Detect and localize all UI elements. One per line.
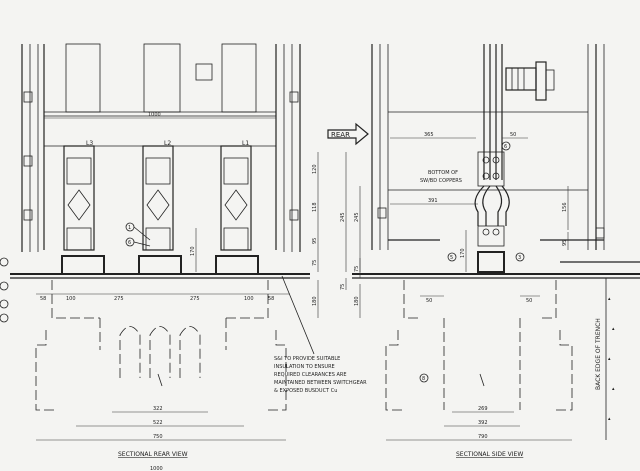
- dim-trench-outer: 750: [153, 434, 163, 440]
- dim-245: 245: [354, 212, 360, 222]
- phase-label-l1: L1: [242, 140, 249, 147]
- rear-view: L3 L2 L1 1000 58 100 275 275: [10, 43, 367, 471]
- busbar-note-2: SW/BD COPPERS: [420, 178, 462, 184]
- side-callout-5: 5: [450, 255, 453, 261]
- dim-below: 180: [312, 296, 318, 306]
- dim-75: 75: [354, 266, 360, 272]
- svg-text:▴: ▴: [608, 416, 611, 422]
- dim-bottom-4: 100: [244, 296, 254, 302]
- dim-right-75: 75: [312, 260, 318, 266]
- bushing-insulator: [505, 61, 555, 101]
- side-view: REAR: [327, 44, 640, 458]
- rear-arrow: [327, 122, 369, 146]
- left-margin-markers: [0, 257, 9, 323]
- insulation-note: S&I TO PROVIDE SUITABLE INSULATION TO EN…: [274, 356, 367, 394]
- phase-busbar-l2: [138, 145, 182, 275]
- note-line-1: S&I TO PROVIDE SUITABLE: [274, 356, 340, 362]
- rear-dimensions: 1000 58 100 275 275 100 58 120 118 95 75…: [36, 112, 347, 441]
- upper-busbar-bay: [44, 43, 276, 147]
- dim-50-right: 50: [526, 298, 532, 304]
- side-callout-6: 6: [504, 144, 507, 150]
- note-line-5: & EXPOSED BUSDUCT Cu: [274, 388, 337, 394]
- busbar-note-1: BOTTOM OF: [428, 170, 458, 176]
- note-line-3: REQUIRED CLEARANCES ARE: [274, 372, 347, 378]
- dim-right-95: 95: [312, 238, 318, 244]
- dim-bottom-0: 58: [40, 296, 46, 302]
- phase-busbar-l3: [61, 145, 105, 275]
- note-line-4: MAINTAINED BETWEEN SWITCHGEAR: [274, 380, 367, 386]
- dim-392: 392: [478, 420, 488, 426]
- dim-180: 180: [354, 296, 360, 306]
- rear-label: REAR: [331, 131, 350, 139]
- svg-text:▴: ▴: [608, 356, 611, 362]
- dim-left-lower: 75: [340, 284, 346, 290]
- phase-busbar-l1: [215, 145, 259, 275]
- rear-trench: [35, 280, 287, 411]
- rear-view-title: SECTIONAL REAR VIEW: [118, 451, 188, 458]
- svg-text:▴: ▴: [612, 386, 615, 392]
- phase-label-l2: L2: [164, 140, 171, 147]
- svg-text:▴: ▴: [608, 296, 611, 302]
- side-cabinet: [371, 44, 605, 250]
- footer-fragment: 1000: [150, 466, 163, 471]
- dim-bottom-1: 100: [66, 296, 76, 302]
- trench-label: BACK EDGE OF TRENCH: [595, 318, 602, 390]
- dim-outer-left: 245: [340, 212, 346, 222]
- side-view-title: SECTIONAL SIDE VIEW: [456, 451, 523, 458]
- side-busbar-run: [474, 44, 510, 273]
- dim-mid: 170: [190, 246, 196, 256]
- side-callout-8: 8: [422, 376, 425, 382]
- dim-top: 1000: [148, 112, 161, 118]
- dim-bottom-2: 275: [114, 296, 124, 302]
- rear-callout-6: 6: [128, 240, 131, 246]
- side-dimensions: 365 50 BOTTOM OF SW/BD COPPERS 391 156 9…: [354, 132, 572, 441]
- dim-95: 95: [562, 240, 568, 246]
- dim-trench-inner: 322: [153, 406, 163, 412]
- dim-50-left: 50: [426, 298, 432, 304]
- side-callout-3: 3: [518, 255, 521, 261]
- dim-right-120: 120: [312, 164, 318, 174]
- note-line-2: INSULATION TO ENSURE: [274, 364, 335, 370]
- dim-156: 156: [562, 202, 568, 212]
- dim-50-top: 50: [510, 132, 516, 138]
- rear-cabinet-walls: [21, 44, 301, 252]
- svg-text:▴: ▴: [612, 326, 615, 332]
- dim-269: 269: [478, 406, 488, 412]
- dim-391: 391: [428, 198, 438, 204]
- dim-bottom-5: 58: [268, 296, 274, 302]
- dim-790: 790: [478, 434, 488, 440]
- dim-170: 170: [460, 248, 466, 258]
- dim-365: 365: [424, 132, 434, 138]
- dim-right-118: 118: [312, 202, 318, 212]
- dim-bottom-3: 275: [190, 296, 200, 302]
- phase-label-l3: L3: [86, 140, 93, 147]
- side-trench: [385, 280, 573, 411]
- rear-callout-1: 1: [128, 225, 131, 231]
- trench-back-edge: ▴ ▴ ▴ ▴ ▴ BACK EDGE OF TRENCH: [595, 278, 615, 440]
- dim-trench-mid: 522: [153, 420, 163, 426]
